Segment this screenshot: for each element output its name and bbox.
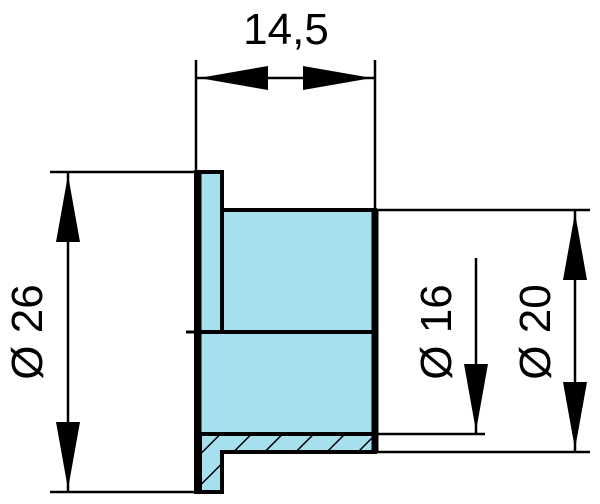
extension-lines bbox=[50, 60, 590, 494]
dia16-arrow-bottom bbox=[464, 364, 488, 431]
diameter-26-label: Ø 26 bbox=[3, 284, 52, 379]
diameter-26-dimension: Ø 26 bbox=[3, 172, 80, 492]
width-arrow-left bbox=[199, 66, 268, 90]
width-dimension: 14,5 bbox=[196, 5, 375, 90]
diameter-20-dimension: Ø 20 bbox=[511, 210, 587, 452]
dia26-arrow-bottom bbox=[56, 422, 80, 489]
diameter-20-label: Ø 20 bbox=[511, 284, 560, 379]
width-dimension-label: 14,5 bbox=[243, 5, 329, 54]
sleeve-upper bbox=[220, 208, 377, 334]
diameter-16-dimension: Ø 16 bbox=[412, 258, 488, 434]
dia26-arrow-top bbox=[56, 175, 80, 242]
diameter-16-label: Ø 16 bbox=[412, 284, 461, 379]
section-hatch bbox=[198, 432, 377, 494]
dia20-arrow-top bbox=[563, 213, 587, 280]
width-arrow-right bbox=[303, 66, 372, 90]
dia20-arrow-bottom bbox=[563, 382, 587, 449]
